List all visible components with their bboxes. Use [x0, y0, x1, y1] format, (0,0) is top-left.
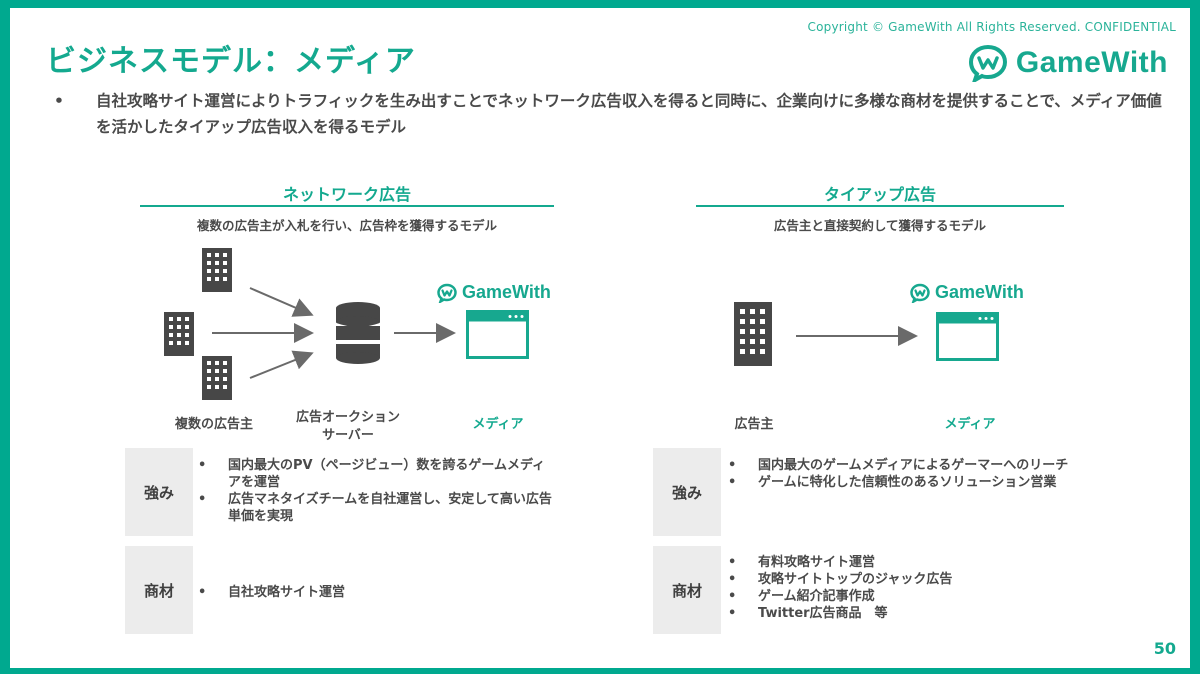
building-icon — [202, 356, 232, 400]
list-item: 国内最大のPV（ページビュー）数を誇るゲームメディアを運営 — [198, 457, 558, 491]
list-item: 自社攻略サイト運営 — [198, 584, 558, 601]
network-gamewith-logo: GameWith — [437, 282, 551, 303]
tieup-gamewith-logo: GameWith — [910, 282, 1024, 303]
lead-bullet: • — [54, 92, 64, 110]
database-icon — [335, 302, 381, 364]
tieup-heading: タイアップ広告 — [823, 185, 936, 204]
label-advertiser: 広告主 — [734, 417, 774, 432]
arrow-icon — [249, 287, 314, 317]
network-strengths-label: 強み — [125, 448, 193, 536]
building-icon — [164, 312, 194, 356]
gamewith-logo: GameWith — [968, 44, 1168, 82]
logo-text: GameWith — [1015, 46, 1168, 79]
list-item: ゲーム紹介記事作成 — [728, 588, 1088, 605]
network-logo-text: GameWith — [462, 282, 551, 302]
building-icon — [202, 248, 232, 292]
lead-paragraph: • 自社攻略サイト運営によりトラフィックを生み出すことでネットワーク広告収入を得… — [54, 88, 1164, 140]
browser-window-icon — [936, 312, 999, 361]
label-auction-server-line1: 広告オークション — [295, 410, 400, 425]
label-auction-server-line2: サーバー — [322, 428, 374, 443]
network-heading: ネットワーク広告 — [282, 185, 411, 204]
building-icon — [734, 302, 772, 366]
slide-title: ビジネスモデル：メディア — [46, 44, 416, 79]
tieup-logo-text: GameWith — [935, 282, 1024, 302]
tieup-products-list: 有料攻略サイト運営 攻略サイトトップのジャック広告 ゲーム紹介記事作成 Twit… — [728, 554, 1088, 622]
tieup-heading-rule — [696, 205, 1064, 207]
network-products-list: 自社攻略サイト運営 — [198, 584, 558, 601]
tieup-subheading: 広告主と直接契約して獲得するモデル — [773, 218, 987, 233]
lead-text: 自社攻略サイト運営によりトラフィックを生み出すことでネットワーク広告収入を得ると… — [96, 92, 1162, 136]
tieup-strengths-list: 国内最大のゲームメディアによるゲーマーへのリーチ ゲームに特化した信頼性のあるソ… — [728, 457, 1088, 491]
gamewith-bubble-icon — [968, 44, 1007, 82]
tieup-diagram — [734, 302, 999, 366]
tieup-strengths-label: 強み — [653, 448, 721, 536]
network-subheading: 複数の広告主が入札を行い、広告枠を獲得するモデル — [196, 218, 497, 233]
list-item: 国内最大のゲームメディアによるゲーマーへのリーチ — [728, 457, 1088, 474]
list-item: 有料攻略サイト運営 — [728, 554, 1088, 571]
label-media: メディア — [944, 417, 996, 432]
network-strengths-list: 国内最大のPV（ページビュー）数を誇るゲームメディアを運営 広告マネタイズチーム… — [198, 457, 558, 525]
list-item: Twitter広告商品 等 — [728, 605, 1088, 622]
network-products-label: 商材 — [125, 546, 193, 634]
list-item: ゲームに特化した信頼性のあるソリューション営業 — [728, 474, 1088, 491]
gamewith-bubble-icon — [910, 283, 930, 303]
tieup-products-label: 商材 — [653, 546, 721, 634]
page-number: 50 — [1153, 639, 1176, 658]
gamewith-bubble-icon — [437, 283, 457, 303]
label-media: メディア — [472, 417, 524, 432]
list-item: 攻略サイトトップのジャック広告 — [728, 571, 1088, 588]
label-auction-server: 広告オークション サーバー — [288, 409, 408, 445]
label-advertisers: 複数の広告主 — [174, 417, 253, 432]
network-heading-rule — [140, 205, 554, 207]
list-item: 広告マネタイズチームを自社運営し、安定して高い広告単価を実現 — [198, 491, 558, 525]
network-diagram — [164, 248, 529, 400]
arrow-icon — [249, 350, 314, 379]
browser-window-icon — [466, 310, 529, 359]
copyright-text: Copyright © GameWith All Rights Reserved… — [807, 20, 1176, 34]
